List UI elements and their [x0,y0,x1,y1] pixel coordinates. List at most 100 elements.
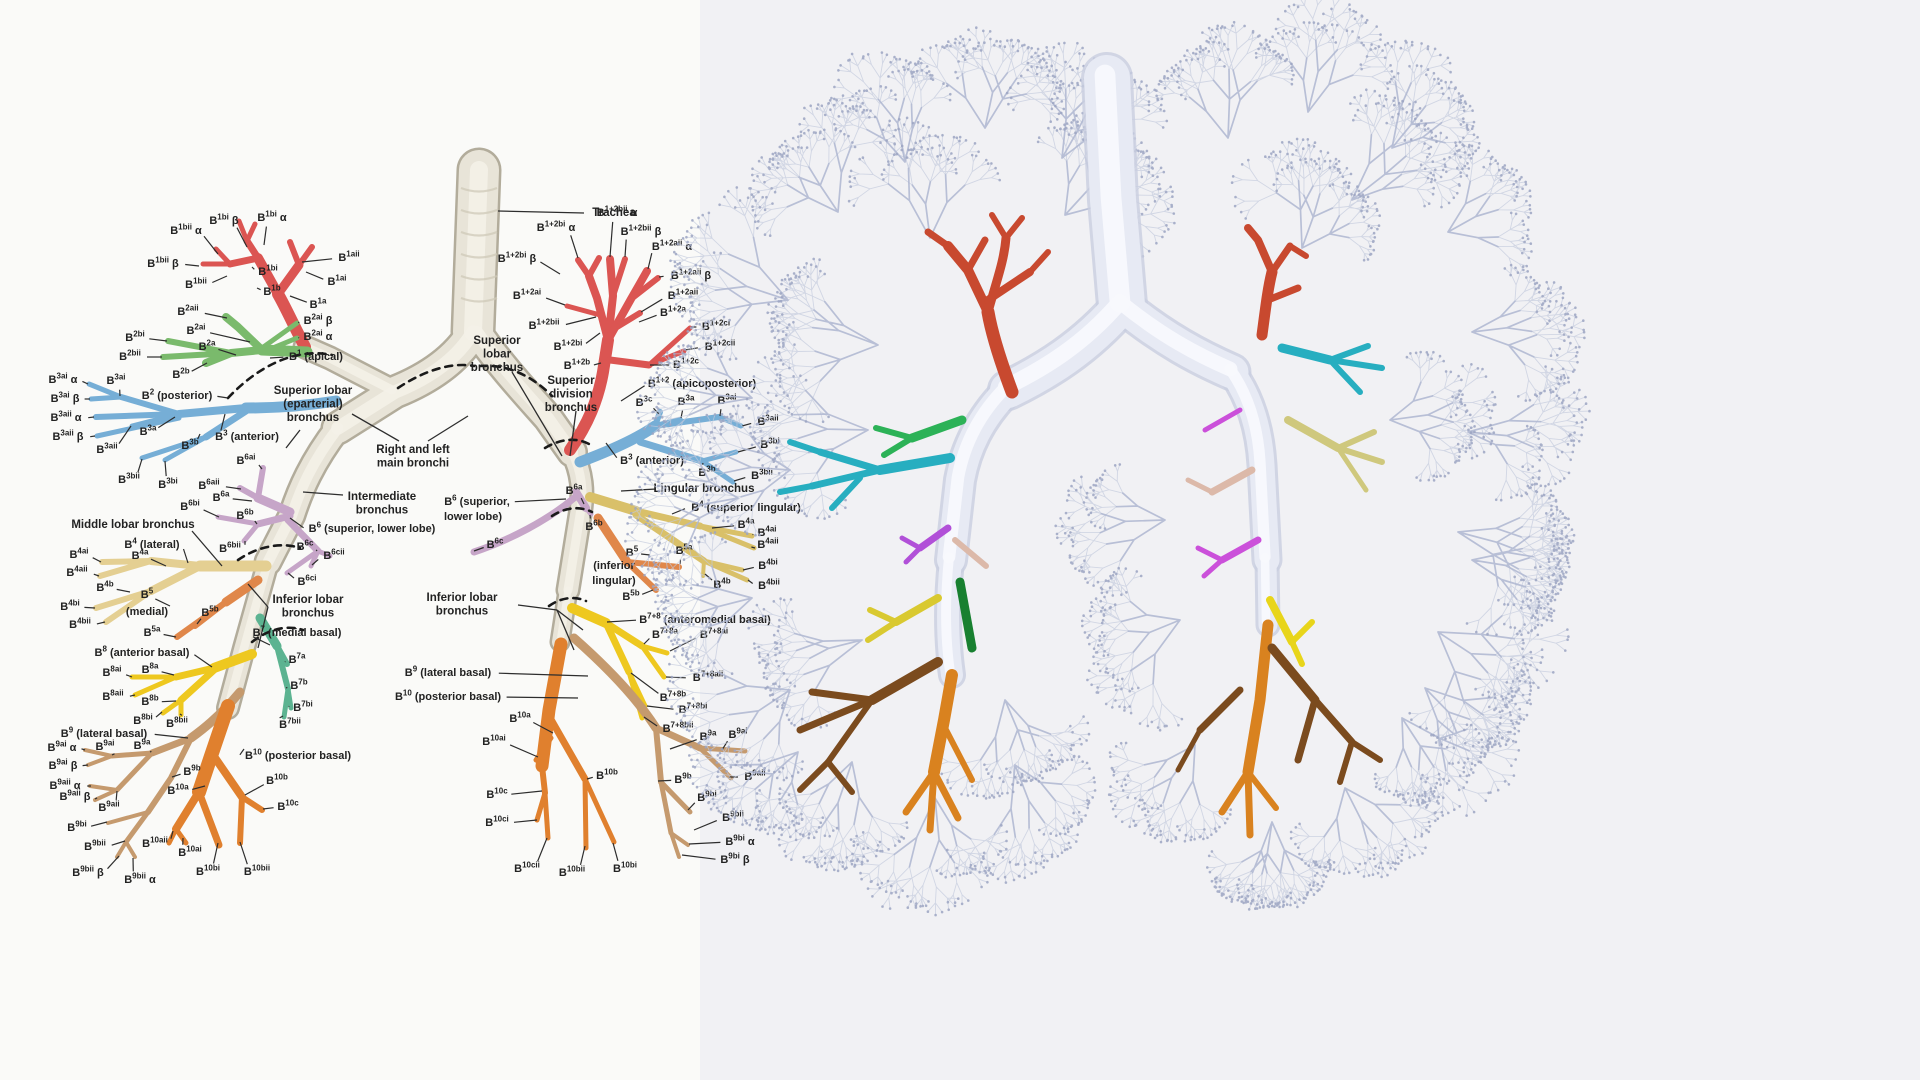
colored-segment-red [1244,224,1276,276]
colored-segment-brown [796,696,876,734]
colored-segment-orange [930,768,962,822]
colored-segment-teal [1277,343,1335,365]
segment-label: B4a [132,548,149,562]
segment-label: B10bi [196,864,220,878]
segment-label: B9 (lateral basal) [61,726,148,740]
segment-label: B9b [674,772,691,786]
colored-segment-teal [829,475,863,511]
segment-label: B3aii α [50,410,81,424]
bronchial-segment-b3 [93,411,182,420]
leader-line [149,750,152,753]
segment-label: B4bii [758,578,780,592]
bronchial-segment-b8 [602,619,646,650]
segment-label: B1bi β [209,213,239,227]
bronchial-segment-b10 [207,748,246,801]
leader-line [157,416,176,429]
colored-segment-yellow [865,619,899,643]
lobe-boundary-dash [226,351,334,400]
segment-label: B6 (superior, [444,494,510,508]
bronchial-segment-b6 [572,488,590,512]
segment-label: B6a [566,483,583,497]
segment-label: B4ai [69,547,88,561]
segment-label: B1+2a [660,305,687,319]
colored-segment-pink [1208,466,1256,496]
leader-line [517,604,558,611]
segment-label: B7+8b [660,690,687,704]
colored-segment-pink [1185,477,1215,495]
colored-segment-magenta [1195,545,1225,563]
leader-line [298,337,300,339]
leader-line [688,841,721,845]
segment-label: B1+2aii β [671,268,711,282]
colored-segment-brown [1175,727,1203,773]
bronchial-segment-b5 [624,559,659,593]
leader-line [687,802,696,811]
bronchial-segment-b7 [281,686,291,720]
bronchial-segment-b1 [226,254,262,268]
leader-line [751,546,756,549]
segment-label: B3bii [751,468,773,482]
leader-line [81,748,86,751]
segment-label: B3bi [760,437,780,451]
colored-segment-brown [1349,739,1383,763]
segment-label: B5 [141,587,154,601]
bronchial-segment-b2 [222,313,266,354]
leader-line [203,235,219,255]
segment-label: B1a [310,297,327,311]
colored-segment-red [1003,215,1025,241]
leader-line [289,295,308,303]
segment-label: B6b [585,519,602,533]
leader-line [285,429,301,449]
alveolar-dots-right-lung [624,26,1176,917]
segment-label: lower lobe) [444,511,502,523]
colored-segment-green [907,415,967,443]
colored-segment-teal [1327,357,1363,395]
colored-segment-orange [928,669,958,778]
colored-segment-green [873,425,915,441]
left-panel-background [0,0,700,1080]
segment-label: B10cii [514,861,540,875]
lobe-boundary-dash [478,364,554,398]
colored-segment-teal [787,439,823,455]
colored-segment-orange [902,768,938,816]
leader-line [263,226,267,246]
leader-line [217,395,229,399]
leader-line [351,413,400,442]
segment-label: B1+2bi α [537,220,576,234]
airway-trunk-highlight [464,161,488,341]
leader-line [82,764,89,767]
trachea-highlight [1112,294,1238,377]
segment-label: B6b [236,508,253,522]
colored-segment-brown [1294,696,1319,764]
bronchial-segment-b9 [145,735,194,815]
colored-segment-purple [899,535,923,551]
leader-line [609,221,614,258]
segment-label: B2ai α [304,329,333,343]
leader-line [209,332,251,343]
segment-label: B7a [289,652,306,666]
leader-line [646,705,674,710]
bronchial-segment-b6 [241,521,261,544]
bronchial-segment-b3 [139,434,209,461]
bronchial-segment-b4l [701,558,750,583]
segment-label: B9ai [95,739,114,753]
segment-label: B8bii [166,716,188,730]
segment-label: B5b [201,605,218,619]
segment-label: B1+2bii β [621,224,662,238]
bronchial-segment-b8 [172,664,218,681]
leader-line [498,672,589,677]
bronchial-segment-b6 [215,514,261,527]
bronchial-segment-b3 [574,420,661,468]
colored-segment-orange [941,723,975,783]
leader-line [111,753,115,756]
segment-label: B1+2bi β [498,251,537,265]
bronchial-segment-b8 [177,666,218,704]
leader-line [733,477,746,482]
leader-line [185,263,200,267]
leader-line [90,435,96,438]
leader-line [257,606,269,649]
bronchial-segment-b1 [585,272,612,344]
bronchial-segment-b9 [653,725,664,785]
leader-line [511,371,563,457]
